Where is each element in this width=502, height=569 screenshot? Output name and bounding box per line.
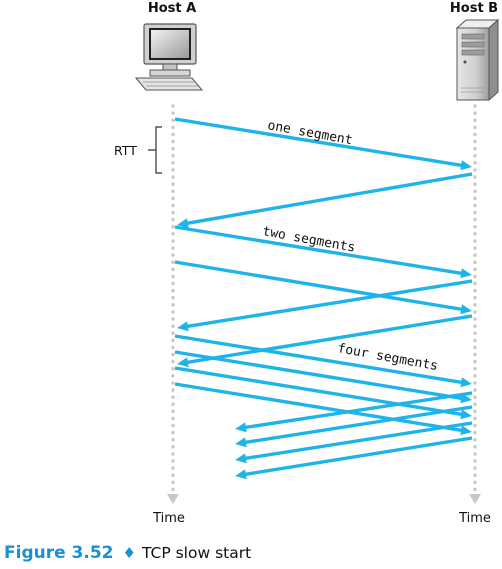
segment-arrow-1 [174, 117, 472, 171]
two-segments-label: two segments [261, 224, 356, 256]
host-b-time-arrowhead [469, 494, 481, 504]
host-b-time-label: Time [458, 511, 491, 526]
segment-arrow-2b [174, 260, 472, 315]
segment-arrow-2a [174, 225, 472, 279]
ack-arrow-4c [235, 421, 473, 464]
segment-arrow-4c [174, 366, 472, 420]
figure-caption: Figure 3.52 ♦ TCP slow start [4, 540, 251, 566]
host-b-label: Host B [450, 1, 498, 16]
ack-arrow-2b [177, 314, 473, 368]
ack-arrow-4a [235, 391, 473, 433]
ack-arrow-4b [235, 405, 473, 448]
rtt-label: RTT [114, 143, 137, 158]
ack-arrow-2a [177, 279, 473, 332]
one-segment-label: one segment [266, 118, 353, 148]
figure-title: TCP slow start [141, 544, 252, 562]
host-a-label: Host A [148, 1, 196, 16]
segment-arrow-4a [174, 334, 472, 388]
desktop-computer-icon [134, 23, 204, 91]
segment-arrows [174, 117, 473, 480]
host-a-time-arrowhead [167, 494, 179, 504]
ack-arrow-4d [235, 436, 473, 480]
ack-arrow-1 [177, 172, 473, 229]
server-tower-icon [455, 18, 500, 102]
figure-number: Figure 3.52 [4, 543, 114, 563]
caption-diamond-icon: ♦ [122, 544, 136, 562]
rtt-bracket [148, 126, 162, 174]
host-a-time-label: Time [152, 511, 185, 526]
segment-arrow-4d [174, 382, 472, 436]
